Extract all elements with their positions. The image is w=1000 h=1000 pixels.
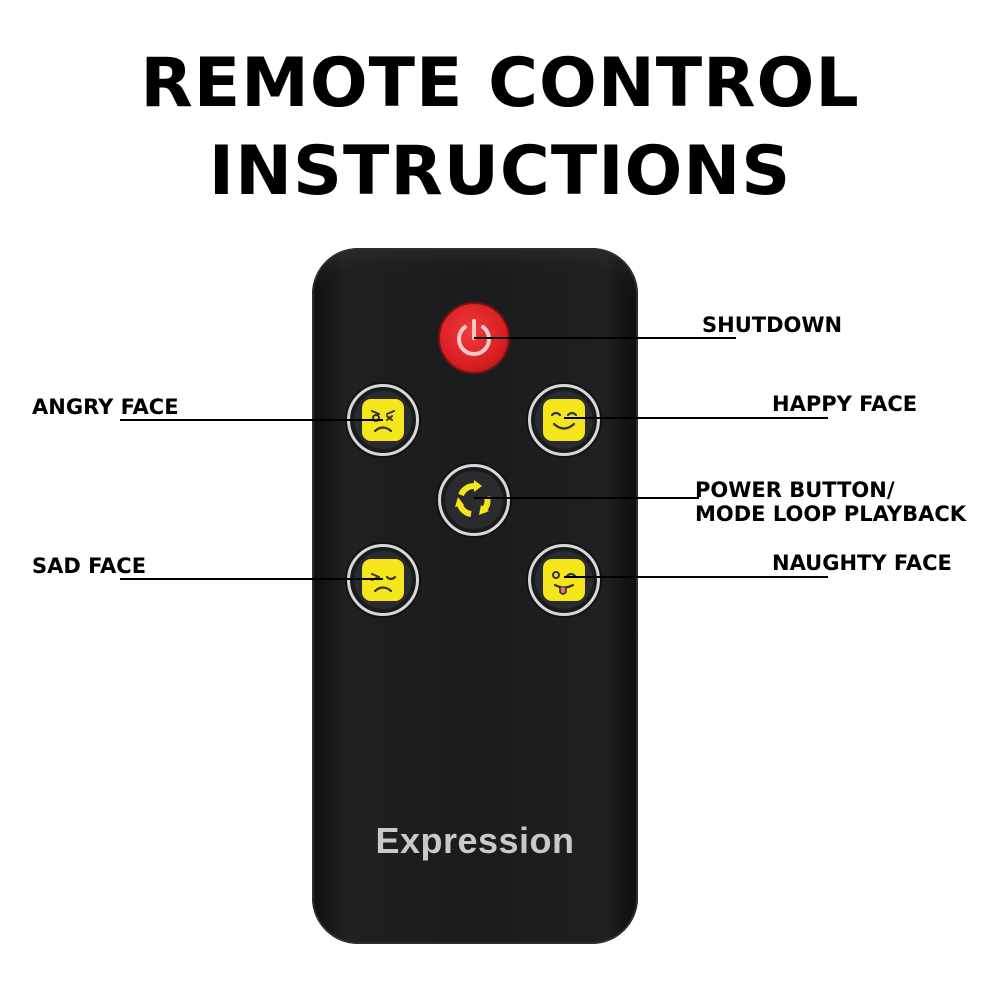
page-title-line-2: INSTRUCTIONS <box>208 132 792 211</box>
sad-face-button[interactable] <box>347 544 419 616</box>
power-button-label: POWER BUTTON/ <box>695 478 895 502</box>
naughty-face-icon <box>552 571 577 595</box>
angry-face-label: ANGRY FACE <box>32 395 179 419</box>
happy-leader-line <box>564 417 828 419</box>
mode-leader-line <box>474 497 699 499</box>
page-title-line-1: REMOTE CONTROL <box>140 44 860 123</box>
cycle-arrows-icon <box>455 480 491 517</box>
sad-face-icon <box>371 573 397 593</box>
shutdown-leader-line <box>474 337 736 339</box>
power-icon <box>457 319 491 356</box>
angry-face-icon <box>371 410 395 433</box>
naughty-leader-line <box>564 576 828 578</box>
angry-leader-line <box>120 419 383 421</box>
happy-face-icon <box>550 411 578 430</box>
happy-face-label: HAPPY FACE <box>772 392 918 416</box>
mode-loop-button[interactable] <box>438 464 510 536</box>
happy-face-button[interactable] <box>528 384 600 456</box>
mode-loop-label: MODE LOOP PLAYBACK <box>695 502 967 526</box>
remote-brand-label: Expression <box>375 820 575 861</box>
sad-face-label: SAD FACE <box>32 554 147 578</box>
shutdown-label: SHUTDOWN <box>702 313 843 337</box>
naughty-face-button[interactable] <box>528 544 600 616</box>
naughty-face-label: NAUGHTY FACE <box>772 551 952 575</box>
sad-leader-line <box>120 578 383 580</box>
